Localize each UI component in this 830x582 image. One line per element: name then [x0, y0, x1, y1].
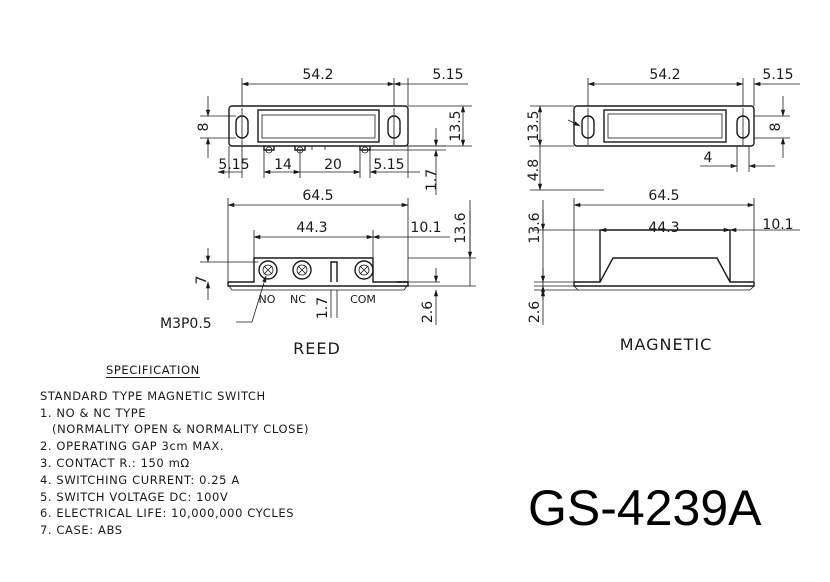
- dim-reed-top-ear: 5.15: [432, 67, 463, 83]
- label-terminal-no: NO: [259, 293, 276, 306]
- dim-reed-top-height: 13.5: [448, 110, 464, 141]
- title-magnetic: MAGNETIC: [620, 335, 713, 354]
- spec-line-8: 7. CASE: ABS: [40, 523, 123, 538]
- spec-line-2: (NORMALITY OPEN & NORMALITY CLOSE): [52, 422, 310, 437]
- reed-top-recess: [257, 109, 380, 143]
- dim-reed-bottom-mid1: 14: [274, 157, 292, 173]
- dim-reed-bottom-right: 5.15: [373, 157, 404, 173]
- dim-mag-top-ear: 5.15: [762, 67, 793, 83]
- dim-reed-bottom-left: 5.15: [218, 157, 249, 173]
- dim-reed-terminal-height: 7: [194, 276, 210, 285]
- dim-mag-base: 2.6: [527, 301, 543, 323]
- magnetic-top-window: [607, 113, 723, 139]
- reed-gap-slot: [330, 261, 338, 282]
- dim-reed-top-width: 54.2: [302, 67, 333, 83]
- terminal-screw-com: [354, 260, 374, 280]
- label-screw-thread: M3P0.5: [160, 316, 212, 332]
- dim-mag-side-step: 10.1: [762, 217, 793, 233]
- spec-line-6: 5. SWITCH VOLTAGE DC: 100V: [40, 489, 229, 504]
- spec-line-0: STANDARD TYPE MAGNETIC SWITCH: [40, 388, 266, 403]
- dim-reed-side-length: 64.5: [302, 188, 333, 204]
- label-terminal-nc: NC: [290, 293, 306, 306]
- spec-line-3: 2. OPERATING GAP 3cm MAX.: [40, 439, 225, 454]
- dim-reed-side-step: 10.1: [410, 220, 441, 236]
- spec-line-1: 1. NO & NC TYPE: [40, 405, 147, 420]
- dim-reed-base: 2.6: [420, 301, 436, 323]
- model-number: GS-4239A: [528, 480, 762, 536]
- terminal-screw-nc: [292, 260, 312, 280]
- specification-block: SPECIFICATION STANDARD TYPE MAGNETIC SWI…: [40, 362, 480, 539]
- dim-mag-side-height: 13.6: [527, 212, 543, 243]
- dim-mag-side-length: 64.5: [648, 188, 679, 204]
- reed-top-outline: [228, 105, 409, 147]
- dim-mag-top-width: 54.2: [649, 67, 680, 83]
- reed-side-body: [228, 257, 408, 283]
- dim-mag-hole-width: 8: [768, 123, 784, 132]
- reed-side-view: NO NC COM 64.5 44.3 10.1 13.6: [160, 188, 476, 358]
- magnetic-top-view: 54.2 5.15 13.5 4.8 8 4: [526, 67, 800, 191]
- dim-reed-side-height: 13.6: [453, 212, 469, 243]
- magnetic-side-top: [599, 229, 731, 282]
- specification-heading: SPECIFICATION: [106, 363, 200, 377]
- spec-line-5: 4. SWITCHING CURRENT: 0.25 A: [40, 472, 240, 487]
- dim-reed-slot: 1.7: [424, 169, 440, 191]
- dim-reed-gap: 1.7: [315, 297, 331, 319]
- dim-mag-ear-height: 4.8: [526, 159, 542, 181]
- reed-top-view: 54.2 5.15 8 13.5 5.15: [196, 67, 472, 195]
- dim-mag-top-height: 13.5: [526, 110, 542, 141]
- title-reed: REED: [293, 339, 341, 358]
- dim-mag-side-inner: 44.3: [648, 220, 679, 236]
- magnetic-top-outline: [573, 105, 755, 147]
- label-terminal-com: COM: [350, 293, 376, 306]
- spec-line-4: 3. CONTACT R.: 150 mΩ: [40, 455, 190, 470]
- magnetic-side-body: [574, 257, 754, 283]
- dim-mag-offset: 4: [704, 150, 713, 166]
- dim-reed-side-inner: 44.3: [296, 220, 327, 236]
- magnetic-top-recess: [603, 109, 727, 143]
- dim-reed-bottom-mid2: 20: [324, 157, 342, 173]
- dim-reed-hole-width: 8: [196, 123, 212, 132]
- reed-top-window: [261, 114, 376, 139]
- spec-line-7: 6. ELECTRICAL LIFE: 10,000,000 CYCLES: [40, 506, 295, 521]
- magnetic-side-view: 64.5 44.3 10.1 13.6 2.6 MAGNETIC: [527, 188, 800, 354]
- magnetic-side-base: [573, 282, 755, 287]
- terminal-screw-no: [258, 260, 278, 280]
